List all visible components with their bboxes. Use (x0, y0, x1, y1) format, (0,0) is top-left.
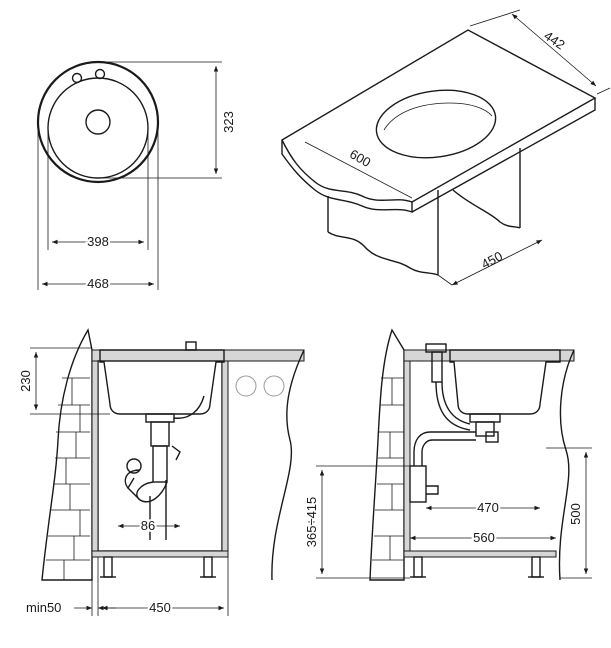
tap-hole-right (94, 68, 106, 80)
side-section-view: 470 560 365÷415 500 (302, 328, 592, 581)
sink-outer-rim (36, 60, 160, 184)
side-wall (369, 328, 405, 581)
perspective-bowl-opening (375, 89, 497, 159)
front-sink-bowl (99, 349, 225, 415)
dim-min50-label: min50 (26, 600, 61, 615)
perspective-view: 442 600 450 (281, 9, 611, 286)
sink-bowl (47, 77, 149, 179)
dim-86-label: 86 (141, 518, 155, 533)
dim-468-label: 468 (87, 276, 109, 291)
dim-470-label: 470 (477, 500, 499, 515)
dim-398-label: 398 (87, 234, 109, 249)
tap-hole-left (71, 72, 83, 84)
hob-circle-left (235, 375, 257, 397)
dim-450-perspective-label: 450 (479, 248, 505, 271)
front-countertop (91, 349, 305, 362)
top-view-sink: 323 398 468 (36, 60, 236, 293)
dim-442-label: 442 (541, 28, 567, 53)
hob-circle-right (263, 375, 285, 397)
side-sink-bowl (449, 349, 561, 415)
dim-500-label: 500 (568, 503, 583, 525)
dim-365-415-label: 365÷415 (304, 497, 319, 548)
countertop-top-face (281, 29, 597, 203)
dim-560-label: 560 (473, 530, 495, 545)
dim-450-front-label: 450 (149, 600, 171, 615)
front-cabinet (97, 360, 223, 552)
dim-230-label: 230 (18, 370, 33, 392)
front-section-view: 86 230 min50 450 (18, 328, 305, 617)
front-wall (41, 328, 93, 581)
drain-hole (85, 109, 111, 135)
dim-323-label: 323 (221, 111, 236, 133)
